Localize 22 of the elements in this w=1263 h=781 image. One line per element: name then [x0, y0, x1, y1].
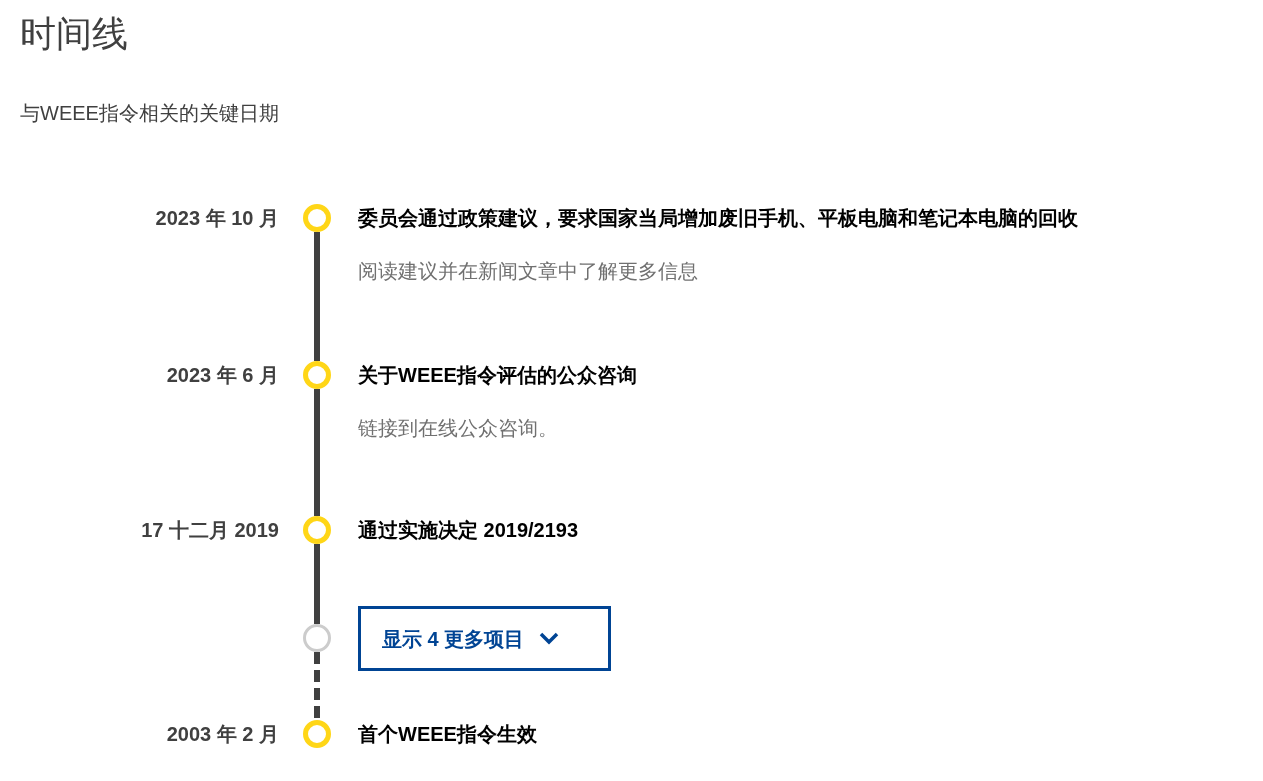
page-title: 时间线: [20, 12, 128, 56]
timeline-line: [314, 232, 320, 361]
date-label: 2023 年 6 月: [166, 363, 279, 387]
timeline-dot: [303, 361, 331, 389]
date-label: 2003 年 2 月: [166, 722, 279, 746]
event-heading: 关于WEEE指令评估的公众咨询: [358, 363, 637, 387]
timeline-line: [314, 389, 320, 516]
date-label: 2023 年 10 月: [155, 206, 279, 230]
event-heading: 首个WEEE指令生效: [358, 722, 537, 746]
timeline-dot: [303, 624, 331, 652]
date-label: 17 十二月 2019: [141, 518, 279, 542]
timeline-line: [314, 652, 320, 720]
timeline-dot: [303, 516, 331, 544]
show-more-button: 显示 4 更多项目: [358, 606, 611, 671]
timeline-dot: [303, 720, 331, 748]
timeline-dot: [303, 204, 331, 232]
timeline-line: [314, 544, 320, 624]
event-description: 阅读建议并在新闻文章中了解更多信息: [358, 259, 698, 283]
event-description: 链接到在线公众咨询。: [358, 416, 558, 440]
event-heading: 委员会通过政策建议，要求国家当局增加废旧手机、平板电脑和笔记本电脑的回收: [358, 206, 1078, 230]
event-heading: 通过实施决定 2019/2193: [358, 518, 579, 542]
subtitle: 与WEEE指令相关的关键日期: [20, 101, 279, 125]
